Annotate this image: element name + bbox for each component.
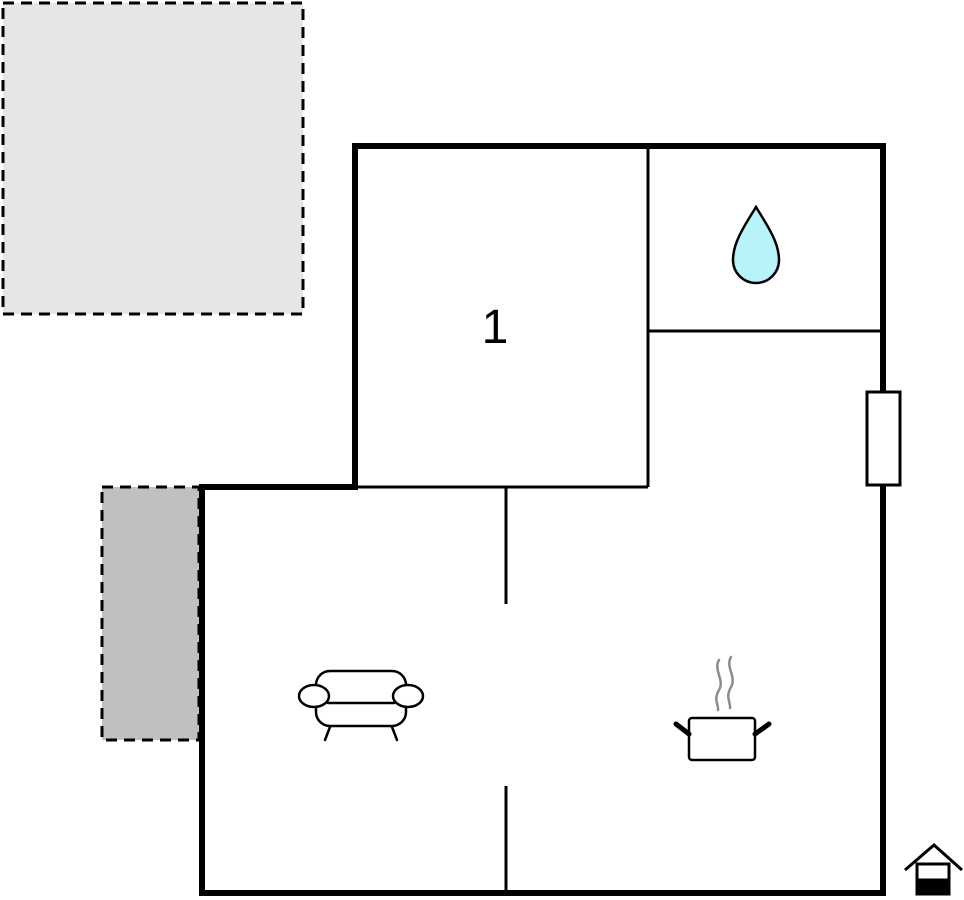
patio-area bbox=[100, 485, 201, 742]
water-drop-icon bbox=[731, 204, 781, 285]
window bbox=[865, 390, 902, 487]
terrace-area bbox=[1, 1, 305, 316]
outer-wall bbox=[199, 143, 886, 896]
sofa-icon bbox=[297, 669, 425, 742]
cooking-pot-icon bbox=[673, 655, 772, 762]
bedroom-label: 1 bbox=[482, 301, 509, 354]
house-entrance-icon bbox=[904, 843, 963, 896]
